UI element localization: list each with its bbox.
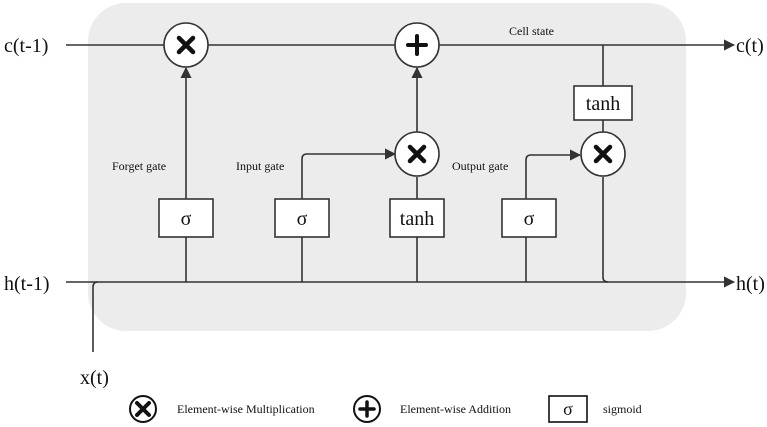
lstm-cell-background <box>88 3 686 331</box>
cell-state-label: Cell state <box>509 24 554 38</box>
candidate-tanh-label: tanh <box>400 208 434 230</box>
cell-add-op <box>394 22 440 68</box>
legend: Element-wise Multiplication Element-wise… <box>129 395 642 423</box>
output-tanh-label: tanh <box>586 93 620 115</box>
input-multiply-op <box>394 131 440 177</box>
c-next-label: c(t) <box>736 35 764 57</box>
output-gate-sigma-label: σ <box>524 208 535 230</box>
multiply-icon <box>176 35 196 55</box>
multiply-icon <box>593 144 613 164</box>
candidate-tanh-box: tanh <box>389 198 445 238</box>
x-label: x(t) <box>80 367 109 389</box>
legend-sigmoid-label: sigmoid <box>603 402 642 416</box>
output-gate-sigma-box: σ <box>501 198 557 238</box>
legend-add-icon <box>353 395 381 423</box>
legend-sigma-symbol: σ <box>563 399 573 419</box>
forget-multiply-op <box>163 22 209 68</box>
forget-gate-label: Forget gate <box>112 159 166 173</box>
legend-multiply-label: Element-wise Multiplication <box>177 402 315 416</box>
forget-gate-sigma-label: σ <box>181 208 192 230</box>
output-tanh-box: tanh <box>573 85 633 121</box>
output-multiply-op <box>580 131 626 177</box>
input-x-line <box>92 281 99 352</box>
output-gate-line <box>525 149 582 282</box>
input-gate-line <box>301 148 397 282</box>
legend-add-label: Element-wise Addition <box>400 402 511 416</box>
input-gate-sigma-box: σ <box>274 198 330 238</box>
legend-multiply-icon <box>129 395 157 423</box>
forget-gate-sigma-box: σ <box>158 198 214 238</box>
output-gate-label: Output gate <box>452 159 508 173</box>
plus-icon <box>406 34 428 56</box>
c-prev-label: c(t-1) <box>4 35 48 57</box>
input-gate-label: Input gate <box>236 159 284 173</box>
h-next-label: h(t) <box>736 273 765 295</box>
h-prev-label: h(t-1) <box>4 273 50 295</box>
output-to-hidden-line <box>602 177 609 283</box>
legend-sigma-box: σ <box>548 395 588 423</box>
multiply-icon <box>407 144 427 164</box>
input-gate-sigma-label: σ <box>297 208 308 230</box>
